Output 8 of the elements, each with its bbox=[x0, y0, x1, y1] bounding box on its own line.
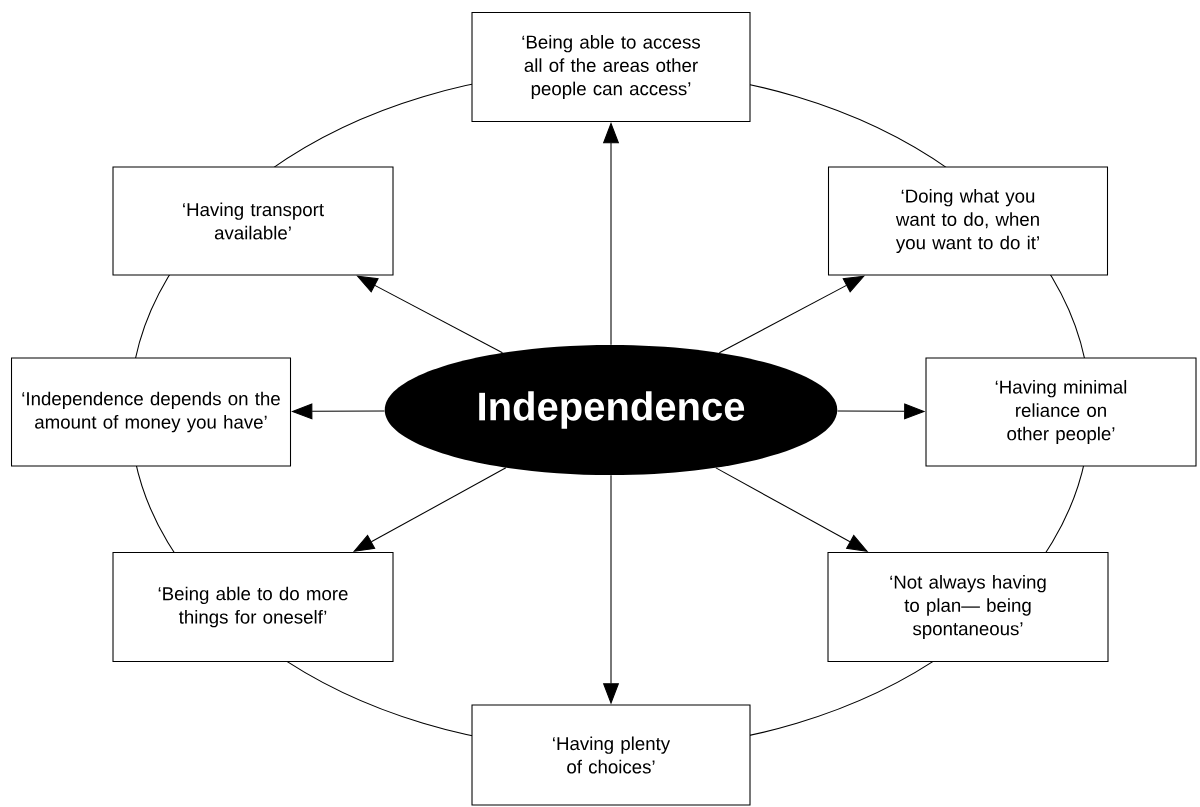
text-box: ‘Having minimal reliance on other people’ bbox=[925, 357, 1197, 467]
text-box: ‘Having transport available’ bbox=[112, 166, 394, 276]
text-box: ‘Having plenty of choices’ bbox=[471, 704, 751, 806]
text-box: ‘Being able to access all of the areas other people can access’ bbox=[471, 11, 751, 123]
text-box: ‘Independence depends on the amount of money you have’ bbox=[10, 357, 292, 467]
text-box: ‘Not always having to plan— being spontaneous’ bbox=[827, 551, 1109, 663]
text-box: ‘Being able to do more things for oneself’ bbox=[112, 551, 394, 663]
text-box: ‘Doing what you want to do, when you want to do it’ bbox=[827, 166, 1109, 276]
